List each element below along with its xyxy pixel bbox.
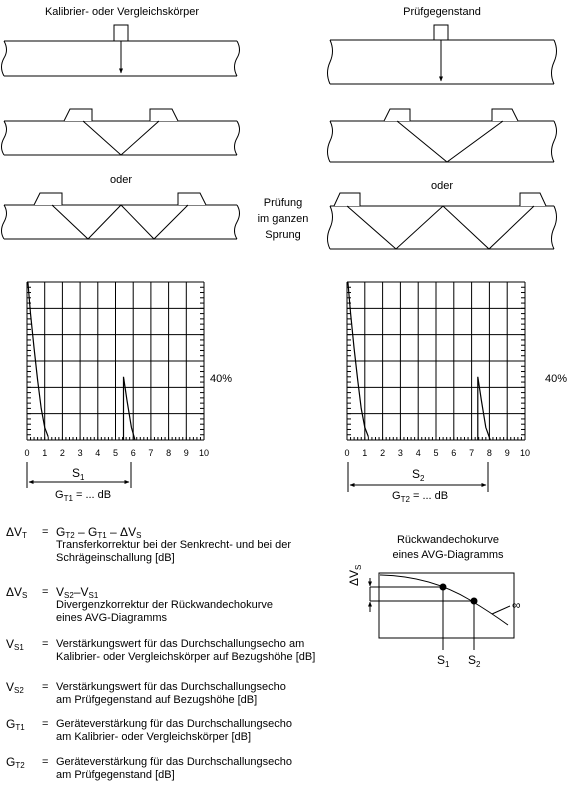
- legend-line: Verstärkungswert für das Durchschallungs…: [56, 681, 286, 693]
- avg-title-2: eines AVG-Diagramms: [392, 549, 504, 561]
- gt1-label: GT1 = ... dB: [55, 489, 111, 503]
- center-note-3: Sprung: [265, 229, 300, 241]
- s2-dimension: [347, 462, 489, 492]
- tick-label: 5: [433, 448, 438, 458]
- infinity-leader: [491, 605, 511, 615]
- legend-equals: =: [42, 681, 49, 693]
- tick-label: 10: [199, 448, 209, 458]
- left-plate-straight: [1, 24, 240, 77]
- left-plate-half-skip: [1, 108, 240, 156]
- tick-label: 3: [398, 448, 403, 458]
- legend-text: Geräteverstärkung für das Durchschallung…: [56, 756, 326, 782]
- legend-entry: GT2 = Geräteverstärkung für das Durchschal…: [6, 756, 326, 786]
- tick-label: 1: [42, 448, 47, 458]
- left-plate-full-skip: [1, 192, 240, 240]
- legend-symbol: ΔVT: [6, 525, 27, 540]
- legend-line: Geräteverstärkung für das Durchschallung…: [56, 756, 293, 768]
- avg-infinity: ∞: [512, 598, 521, 612]
- legend-symbol: VS2: [6, 680, 24, 695]
- screen-chart-right: 0 1 2 3 4 5 6 7 8 9 10: [344, 281, 530, 458]
- tick-label: 4: [95, 448, 100, 458]
- right-plate-straight: [327, 24, 557, 85]
- legend-line: Geräteverstärkung für das Durchschallung…: [56, 718, 293, 730]
- s2-label: S2: [412, 467, 425, 483]
- legend-text: Geräteverstärkung für das Durchschallung…: [56, 718, 326, 744]
- avg-point-s2: [470, 597, 478, 605]
- legend-line: Kalibrier- oder Vergleichskörper auf Bez…: [56, 651, 316, 663]
- gt2-label: GT2 = ... dB: [392, 490, 448, 504]
- tick-label: 3: [78, 448, 83, 458]
- legend-symbol: ΔVS: [6, 585, 28, 600]
- legend-formula: GT2 – GT1 – ΔVS: [56, 525, 142, 540]
- legend-line: am Prüfgegenstand auf Bezugshöhe [dB]: [56, 694, 258, 706]
- tick-label: 8: [487, 448, 492, 458]
- screen-chart-left: 0 1 2 3 4 5 6 7 8 9 10: [24, 281, 209, 458]
- tick-label: 0: [344, 448, 349, 458]
- legend-line: Divergenzkorrektur der Rückwandechokurve: [56, 599, 274, 611]
- avg-title-1: Rückwandechokurve: [397, 534, 499, 546]
- oder-right: oder: [431, 180, 453, 192]
- center-note-2: im ganzen: [258, 213, 309, 225]
- percent-mark-right: 40%: [545, 373, 567, 385]
- legend-symbol: GT1: [6, 717, 25, 732]
- legend-text: Verstärkungswert für das Durchschallungs…: [56, 681, 326, 707]
- tick-label: 0: [24, 448, 29, 458]
- tick-label: 10: [520, 448, 530, 458]
- avg-s1: S1: [437, 653, 450, 669]
- legend-equals: =: [42, 756, 49, 768]
- legend-line: Transferkorrektur bei der Senkrecht- und…: [56, 539, 291, 551]
- center-note-1: Prüfung: [264, 197, 303, 209]
- legend-formula: VS2–VS1: [56, 585, 99, 600]
- legend-equals: =: [42, 638, 49, 650]
- legend-line: eines AVG-Diagramms: [56, 612, 168, 624]
- tick-label: 7: [148, 448, 153, 458]
- legend-entry: GT1 = Geräteverstärkung für das Durchschal…: [6, 718, 326, 748]
- right-plate-half-skip: [327, 108, 557, 163]
- right-title: Prüfgegenstand: [403, 6, 481, 18]
- legend-line: Schrägeinschallung [dB]: [56, 552, 175, 564]
- tick-label: 2: [60, 448, 65, 458]
- tick-label: 9: [505, 448, 510, 458]
- legend-equals: =: [42, 526, 49, 538]
- legend-line: am Kalibrier- oder Vergleichskörper [dB]: [56, 731, 252, 743]
- avg-diagram: [368, 572, 515, 650]
- tick-label: 2: [380, 448, 385, 458]
- legend-symbol: GT2: [6, 755, 25, 770]
- s1-dimension: [26, 462, 132, 488]
- initial-pulse: [27, 281, 49, 438]
- avg-dvs-label: ΔVS: [347, 565, 363, 586]
- left-title: Kalibrier- oder Vergleichskörper: [45, 6, 199, 18]
- s1-label: S1: [72, 466, 85, 482]
- legend-entry: VS2 = Verstärkungswert für das Durchschall…: [6, 681, 326, 711]
- legend-equals: =: [42, 718, 49, 730]
- right-plate-full-skip: [327, 192, 557, 250]
- legend-text: Verstärkungswert für das Durchschallungs…: [56, 638, 326, 664]
- tick-label: 1: [362, 448, 367, 458]
- tick-label: 9: [184, 448, 189, 458]
- legend-equals: =: [42, 586, 49, 598]
- legend-line: Verstärkungswert für das Durchschallungs…: [56, 638, 305, 650]
- backwall-echo: [477, 376, 491, 441]
- tick-label: 8: [166, 448, 171, 458]
- tick-label: 6: [451, 448, 456, 458]
- avg-s2: S2: [468, 653, 481, 669]
- tick-label: 5: [113, 448, 118, 458]
- avg-point-s1: [439, 583, 447, 591]
- backwall-echo: [122, 376, 136, 441]
- legend-entry: VS1 = Verstärkungswert für das Durchschall…: [6, 638, 326, 668]
- backwall-echo-curve: [379, 574, 509, 626]
- initial-pulse: [347, 281, 369, 438]
- legend-line: am Prüfgegenstand [dB]: [56, 769, 175, 781]
- percent-mark-left: 40%: [210, 373, 232, 385]
- tick-label: 7: [469, 448, 474, 458]
- legend-symbol: VS1: [6, 637, 24, 652]
- tick-label: 6: [131, 448, 136, 458]
- oder-left: oder: [110, 174, 132, 186]
- tick-label: 4: [416, 448, 421, 458]
